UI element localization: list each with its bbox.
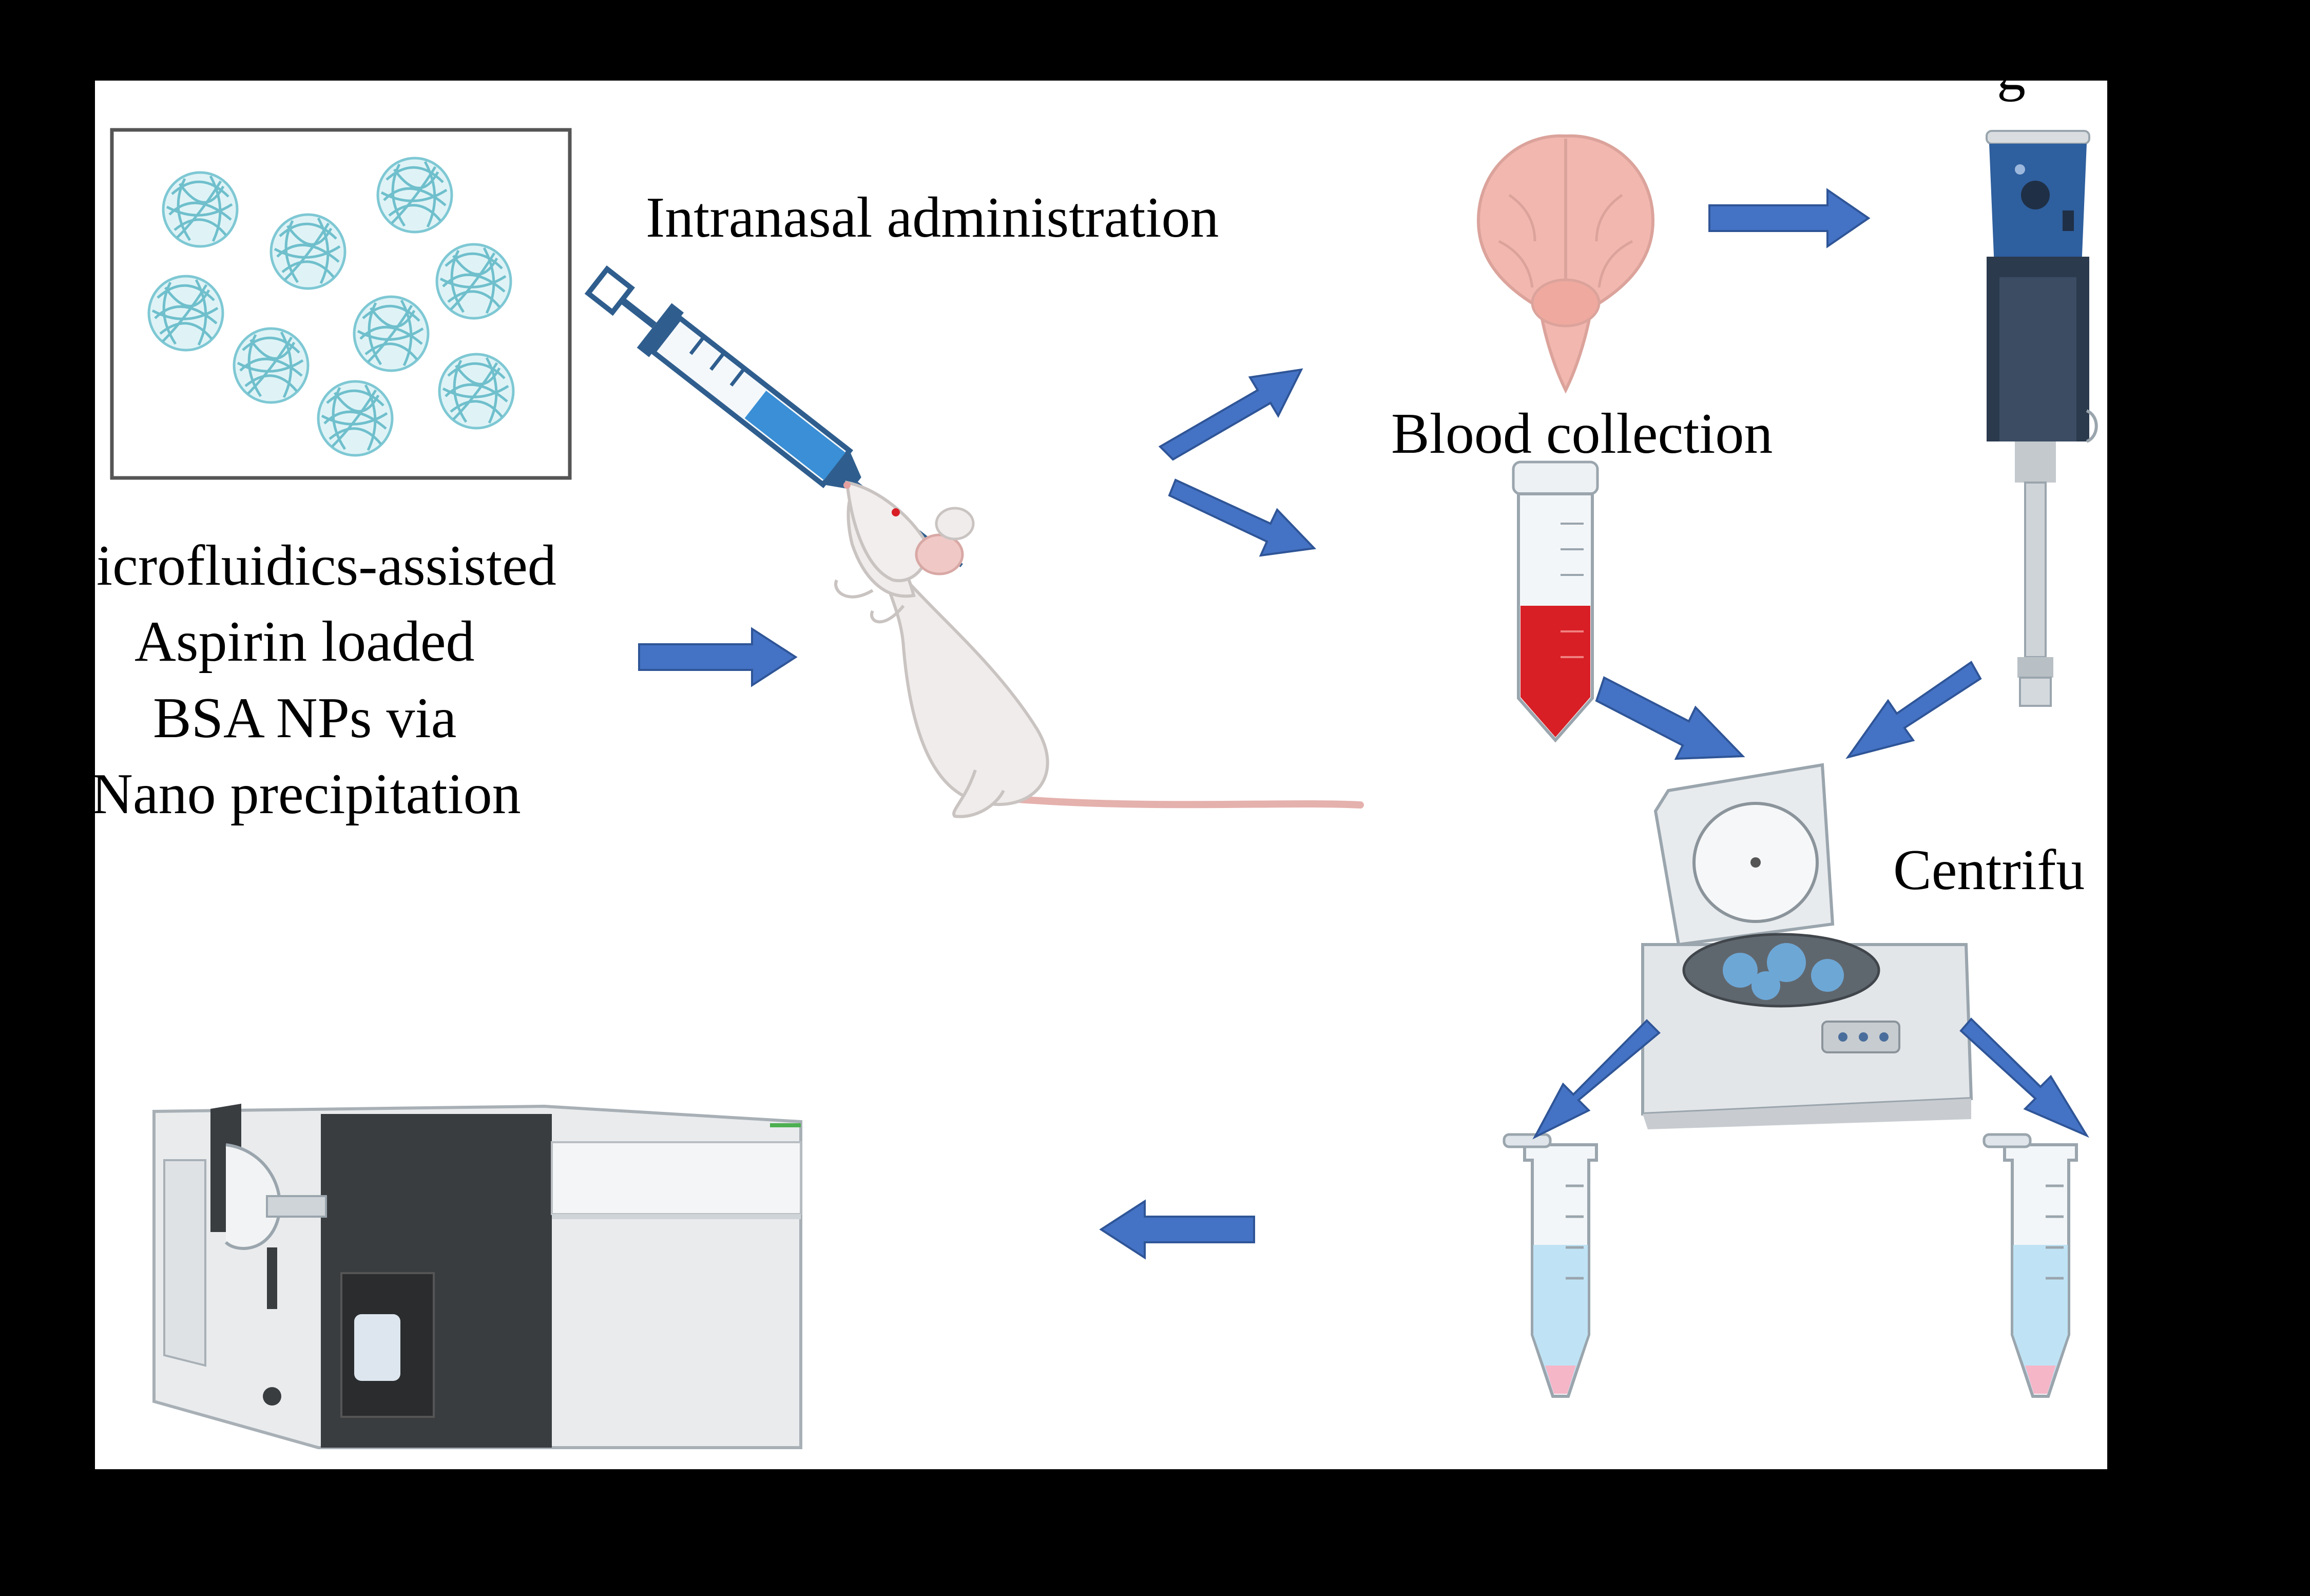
centrifuge-icon [1641, 763, 1973, 1129]
arrow-icon [1532, 1019, 1661, 1140]
nps-label-line2: Aspirin loaded [134, 610, 475, 674]
nanoparticle-icon [354, 297, 428, 371]
nanoparticle-icon [271, 215, 345, 289]
blood-collection-label: Blood collection [1391, 402, 1773, 466]
nanoparticle-icon [163, 172, 237, 246]
intranasal-label: Intranasal administration [646, 186, 1219, 249]
nanoparticle-icon [378, 158, 452, 232]
lcms-instrument-icon [152, 1104, 802, 1449]
arrow-icon [1168, 478, 1317, 557]
arrow-icon [1959, 1017, 2089, 1138]
nps-label-line3: BSA NPs via [153, 686, 457, 750]
nanoparticle-icon [439, 354, 513, 428]
nanoparticle-icon [437, 244, 511, 318]
arrow-icon [638, 627, 798, 687]
nanoparticle-icon [234, 329, 308, 402]
blood-tube-icon [1512, 460, 1599, 743]
centrifuge-label: Centrifu [1893, 838, 2085, 902]
nanoparticle-icon [318, 381, 392, 455]
nps-label-line4: Nano precipitation [91, 762, 521, 826]
nps-label-line1: icrofluidics-assisted [97, 534, 556, 598]
nanoparticle-box [110, 128, 572, 480]
top-right-fragment-label: g [1997, 39, 2026, 102]
mouse-icon [834, 480, 1364, 818]
arrow-icon [1595, 676, 1745, 760]
arrow-icon [1845, 661, 1982, 759]
syringe-icon [584, 265, 963, 567]
nanoparticle-icon [149, 276, 223, 350]
brain-icon [1476, 134, 1655, 394]
arrow-icon [1158, 368, 1303, 461]
arrow-icon [1708, 188, 1871, 248]
homogenizer-icon [1986, 130, 2098, 707]
arrow-icon [1099, 1199, 1255, 1260]
